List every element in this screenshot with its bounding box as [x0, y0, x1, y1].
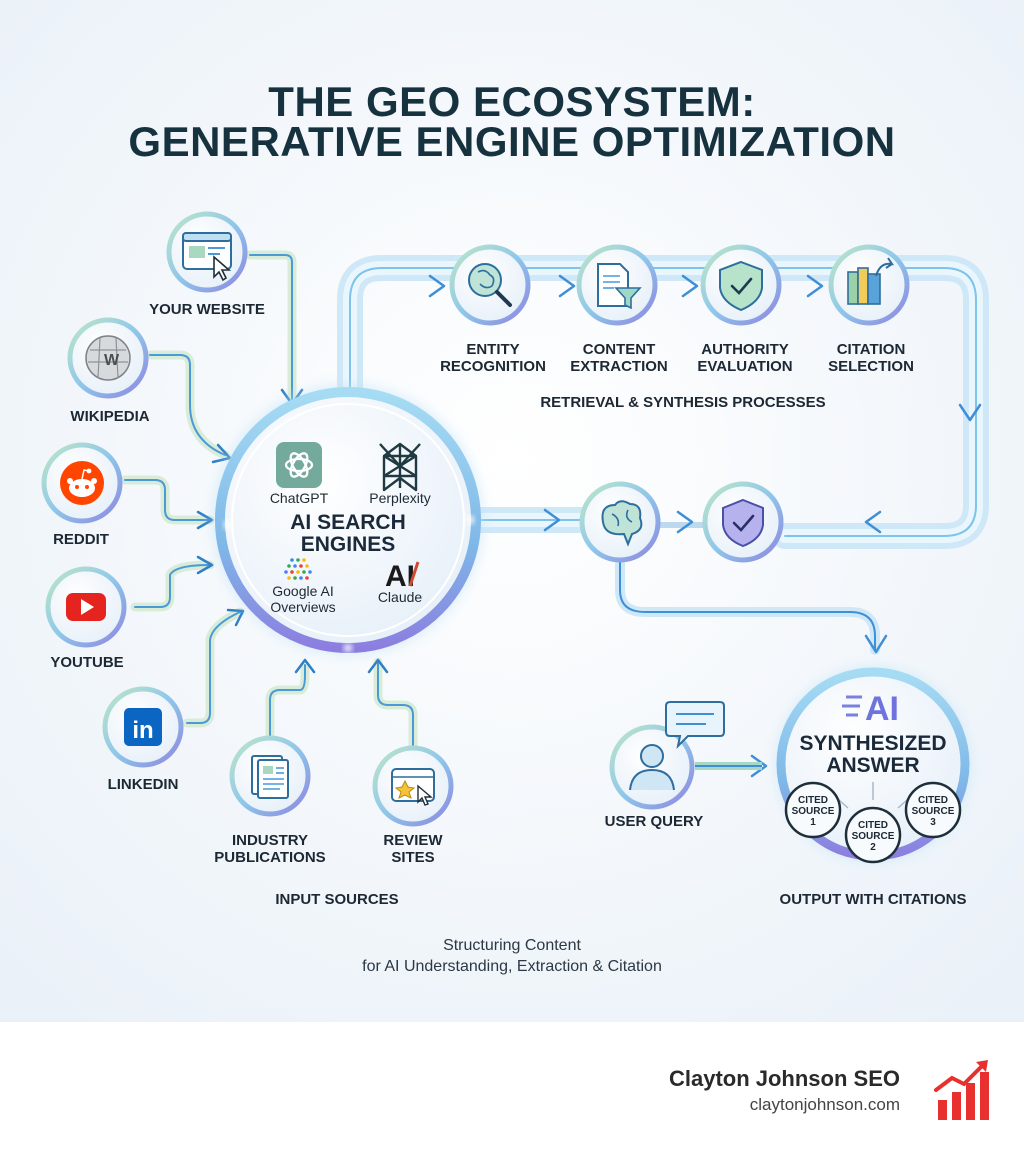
footer-brand: Clayton Johnson SEO [669, 1066, 900, 1091]
output-caption: OUTPUT WITH CITATIONS [780, 891, 967, 908]
input-node-website [166, 211, 248, 293]
process-flow-pipe [337, 255, 989, 655]
label-linkedin: LINKEDIN [108, 776, 179, 793]
label-review-sites-1: REVIEW [383, 832, 443, 849]
label-content-extraction-1: CONTENT [583, 341, 656, 358]
claude-label: Claude [378, 589, 423, 605]
label-your-website: YOUR WEBSITE [149, 301, 265, 318]
process-caption: RETRIEVAL & SYNTHESIS PROCESSES [540, 394, 825, 411]
label-entity-recognition-1: ENTITY [466, 341, 519, 358]
linkedin-icon: in [124, 708, 162, 746]
label-review-sites-2: SITES [391, 849, 434, 866]
youtube-icon [66, 593, 106, 621]
process-node-authority-evaluation [700, 244, 782, 326]
cited-source-1: CITED SOURCE 1 [784, 781, 842, 839]
label-industry-publications-2: PUBLICATIONS [214, 849, 325, 866]
svg-text:1: 1 [810, 817, 816, 828]
chatgpt-icon [276, 442, 322, 488]
process-node-entity-recognition [449, 244, 531, 326]
input-node-publications [229, 735, 311, 817]
label-wikipedia: WIKIPEDIA [70, 408, 149, 425]
perplexity-label: Perplexity [369, 490, 430, 506]
brain-icon [601, 500, 643, 547]
google-ai-icon [284, 558, 312, 580]
input-sources-caption: INPUT SOURCES [275, 891, 398, 908]
website-icon [182, 232, 232, 282]
chatgpt-label: ChatGPT [270, 490, 329, 506]
svg-text:AI: AI [865, 690, 899, 728]
footer-band [0, 1022, 1024, 1154]
user-icon [629, 744, 675, 791]
label-industry-publications-1: INDUSTRY [232, 832, 308, 849]
wikipedia-icon: W [85, 335, 131, 381]
title-line-2: GENERATIVE ENGINE OPTIMIZATION [128, 118, 895, 165]
ai-logo-icon: AI [842, 690, 899, 728]
google-ai-label-1: Google AI [272, 583, 334, 599]
books-arrow-icon [847, 257, 895, 305]
label-youtube: YOUTUBE [50, 654, 123, 671]
publications-icon [251, 755, 289, 799]
footer-url: claytonjohnson.com [750, 1095, 900, 1114]
svg-text:2: 2 [870, 842, 876, 853]
label-entity-recognition-2: RECOGNITION [440, 358, 546, 375]
claude-icon: AI [385, 560, 415, 593]
ai-search-engines-hub: ChatGPT Perplexity AI SEARCH ENGINES [213, 385, 483, 655]
user-query-node [609, 701, 725, 810]
svg-text:3: 3 [930, 817, 936, 828]
input-node-wikipedia: W [67, 317, 149, 399]
cited-source-3: CITED SOURCE 3 [904, 781, 962, 839]
svg-text:SOURCE: SOURCE [912, 806, 955, 817]
input-node-reddit [41, 442, 123, 524]
user-query-label: USER QUERY [605, 813, 704, 830]
input-connectors [120, 250, 418, 753]
subtitle-line-1: Structuring Content [443, 937, 581, 954]
title-line-1: THE GEO ECOSYSTEM: [268, 78, 755, 125]
subtitle-line-2: for AI Understanding, Extraction & Citat… [362, 958, 662, 975]
process-node-verify [702, 481, 784, 563]
label-authority-evaluation-2: EVALUATION [697, 358, 792, 375]
svg-text:CITED: CITED [798, 795, 828, 806]
label-content-extraction-2: EXTRACTION [570, 358, 668, 375]
document-filter-icon [597, 263, 642, 310]
brain-search-icon [468, 263, 512, 307]
input-node-youtube [45, 566, 127, 648]
perplexity-icon [379, 442, 421, 492]
claude-icon-accent [408, 561, 420, 587]
svg-text:W: W [104, 352, 120, 369]
shield-check-icon [719, 260, 763, 312]
synthesized-answer-node: AI SYNTHESIZED ANSWER CITED SOURCE 1 CIT… [775, 666, 971, 864]
input-node-linkedin: in [102, 686, 184, 768]
shield-check-purple-icon [722, 498, 764, 548]
svg-text:CITED: CITED [918, 795, 948, 806]
svg-text:SOURCE: SOURCE [792, 806, 835, 817]
process-node-brain [579, 481, 661, 563]
engine-heading-line-1: AI SEARCH [290, 511, 406, 534]
svg-text:CITED: CITED [858, 820, 888, 831]
engine-heading-line-2: ENGINES [301, 533, 396, 556]
review-icon [391, 768, 435, 806]
growth-chart-logo-icon [934, 1060, 989, 1120]
cited-source-2: CITED SOURCE 2 [844, 806, 902, 864]
chat-bubble-icon [665, 701, 725, 750]
label-reddit: REDDIT [53, 531, 109, 548]
answer-title-1: SYNTHESIZED [799, 732, 946, 755]
reddit-icon [60, 461, 104, 505]
google-ai-label-2: Overviews [270, 599, 335, 615]
svg-text:SOURCE: SOURCE [852, 831, 895, 842]
process-node-content-extraction [576, 244, 658, 326]
answer-title-2: ANSWER [826, 754, 919, 777]
flow-chevrons [428, 274, 982, 778]
label-authority-evaluation-1: AUTHORITY [701, 341, 789, 358]
svg-text:in: in [132, 717, 153, 744]
input-node-review-sites [372, 745, 454, 827]
process-node-citation-selection [828, 244, 910, 326]
label-citation-selection-2: SELECTION [828, 358, 914, 375]
label-citation-selection-1: CITATION [837, 341, 906, 358]
